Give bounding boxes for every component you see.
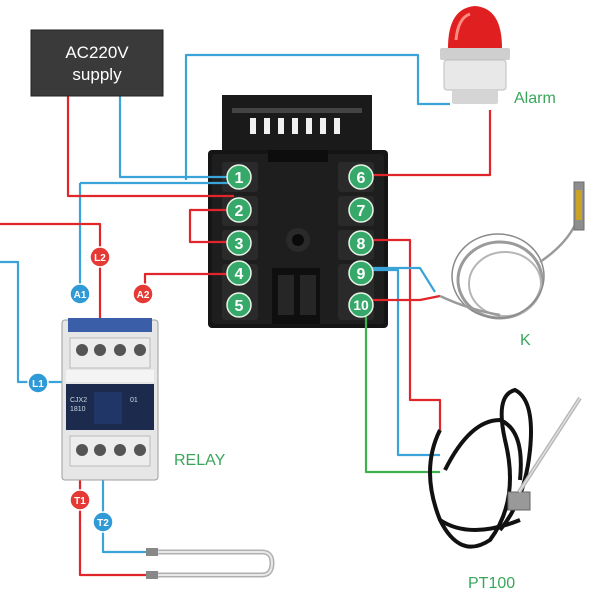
tag-l2: L2 [89,246,111,268]
svg-text:8: 8 [357,236,366,253]
svg-text:7: 7 [357,203,366,220]
svg-text:T1: T1 [74,496,86,507]
supply-line1: AC220V [65,43,129,62]
blue-wire-t9-pt100 [372,268,440,457]
alarm-lamp [440,6,510,104]
red-wire-t10-k [372,294,441,302]
terminals-right: 6 7 8 9 10 [348,164,374,318]
terminal-9: 9 [348,260,374,286]
tag-a1: A1 [69,283,91,305]
pt100-label: PT100 [468,575,515,592]
k-label: K [520,332,531,349]
terminals-left: 1 2 3 4 5 [226,164,252,318]
terminal-3: 3 [226,230,252,256]
pt100-probe [428,387,582,549]
svg-text:1: 1 [235,170,244,187]
red-wire-supply-t2 [66,96,234,198]
red-wire-t6-alarm [372,110,492,177]
svg-text:3: 3 [235,236,244,253]
terminal-2: 2 [226,197,252,223]
red-wire-t1-heater-2 [78,508,150,577]
relay-model: CJX2 [70,397,87,404]
svg-text:2: 2 [235,203,244,220]
red-wire-l2 [0,222,102,250]
ac-supply-box: AC220V supply [30,29,164,97]
blue-wire-supply-t1 [118,96,234,179]
green-wire-t10-pt100 [364,306,440,474]
terminal-5: 5 [226,292,252,318]
svg-text:L2: L2 [94,253,106,264]
svg-text:10: 10 [353,297,369,313]
svg-text:T2: T2 [97,518,109,529]
red-wire-t8-pt100 [372,238,442,430]
svg-text:A1: A1 [74,290,87,301]
terminal-8: 8 [348,230,374,256]
relay-contactor: CJX2 1810 01 [61,318,159,481]
terminal-10: 10 [348,292,374,318]
red-wire-t4-a2 [143,272,234,288]
blue-wire-alarm [184,53,450,180]
svg-text:6: 6 [357,170,366,187]
svg-text:A2: A2 [137,290,150,301]
blue-wire-t2-heater-2 [101,530,150,554]
svg-text:5: 5 [235,298,244,315]
relay-no: 01 [130,397,138,404]
terminal-6: 6 [348,164,374,190]
supply-line2: supply [72,65,122,84]
k-thermocouple [439,181,585,320]
red-wire-t2-t3-jumper [188,208,234,244]
svg-text:9: 9 [357,266,366,283]
blue-wire-l1 [0,260,30,384]
tag-a2: A2 [132,283,154,305]
alarm-label: Alarm [514,90,556,107]
heater-element [146,548,275,579]
tag-t1: T1 [69,489,91,511]
svg-text:L1: L1 [32,379,44,390]
terminal-7: 7 [348,197,374,223]
relay-label: RELAY [174,452,226,469]
terminal-1: 1 [226,164,252,190]
tag-t2: T2 [92,511,114,533]
tag-l1: L1 [27,372,49,394]
relay-code: 1810 [70,406,86,413]
blue-wire-t9-k [372,266,436,293]
svg-text:4: 4 [235,266,244,283]
terminal-4: 4 [226,260,252,286]
